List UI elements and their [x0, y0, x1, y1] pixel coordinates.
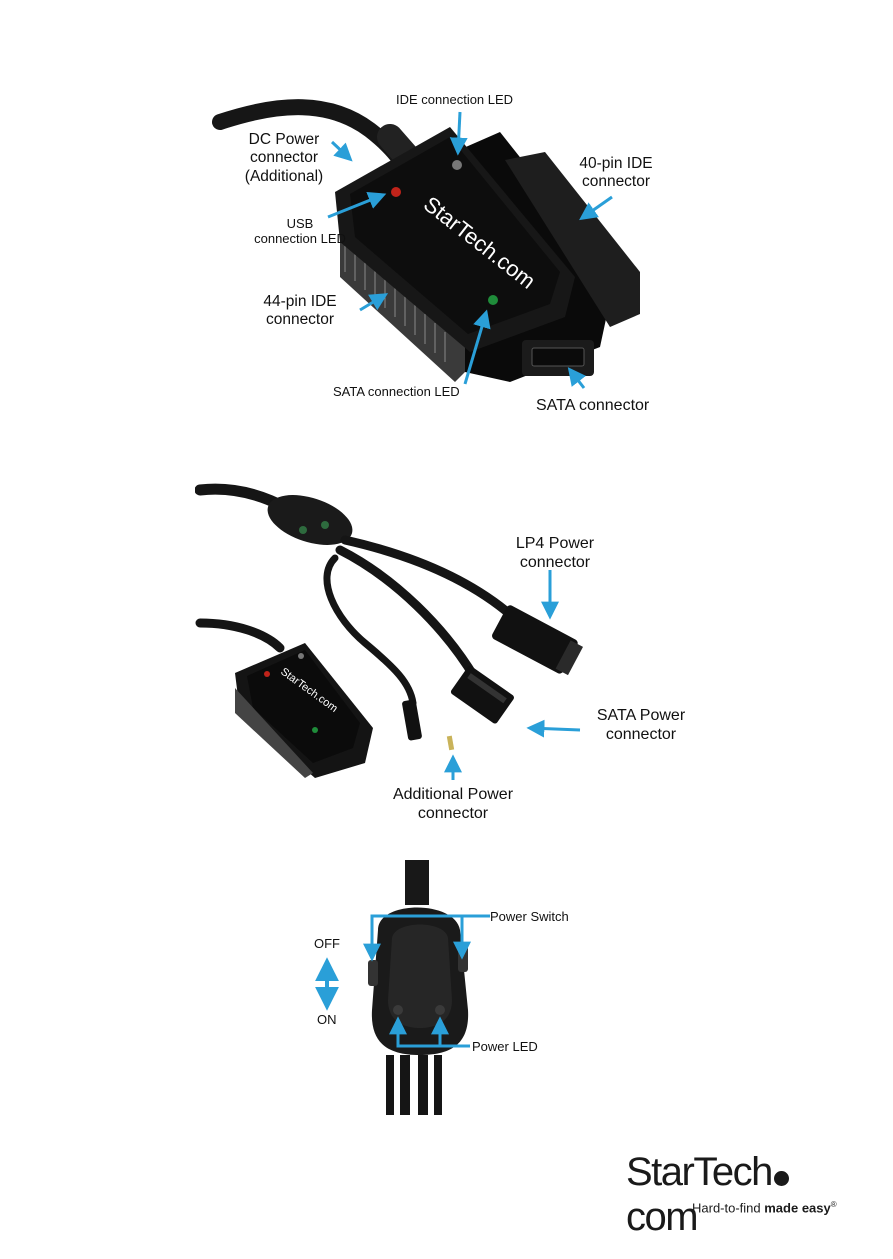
arrow-sata-power [526, 719, 581, 738]
label-off: OFF [314, 936, 340, 951]
arrow-44pin [359, 293, 389, 312]
cable-kit-photo: StarTech.com [194, 483, 584, 780]
adapter-photo: StarTech.com [212, 99, 640, 389]
logo-tagline: Hard-to-find made easy® [692, 1200, 837, 1216]
label-lp4-power: LP4 Power connector [515, 535, 595, 571]
label-ide-led: IDE connection LED [396, 92, 514, 107]
figure-cable-kit: StarTech.com [194, 478, 715, 788]
label-sata-power: SATA Power connector [596, 707, 686, 743]
arrow-sata-connector [567, 367, 586, 389]
label-additional-power: Additional Power connector [392, 786, 514, 822]
arrow-sata-led [463, 309, 491, 385]
label-dc-power: DC Power connector (Additional) [244, 131, 324, 185]
label-sata-connector: SATA connector [536, 397, 650, 414]
label-sata-led: SATA connection LED [333, 384, 460, 399]
logo-wordmark: StarTechcom [626, 1150, 856, 1240]
label-40pin-ide: 40-pin IDE connector [579, 155, 653, 191]
label-on: ON [317, 1012, 337, 1027]
logo-dot-icon [773, 1171, 789, 1186]
arrow-usb-led [327, 191, 387, 219]
figure-power-switch [300, 860, 600, 1115]
startech-logo: StarTechcom Hard-to-find made easy® [626, 1150, 856, 1239]
label-power-switch: Power Switch [490, 909, 569, 924]
label-44pin-ide: 44-pin IDE connector [263, 293, 337, 329]
arrow-40pin [579, 195, 613, 221]
label-usb-led: USB connection LED [254, 216, 346, 247]
arrow-ide-led [449, 111, 468, 156]
arrow-dc-power [330, 140, 353, 162]
power-switch-photo [315, 860, 490, 1115]
label-power-led: Power LED [472, 1039, 538, 1054]
figure-adapter-top: StarTech.com [200, 82, 700, 422]
